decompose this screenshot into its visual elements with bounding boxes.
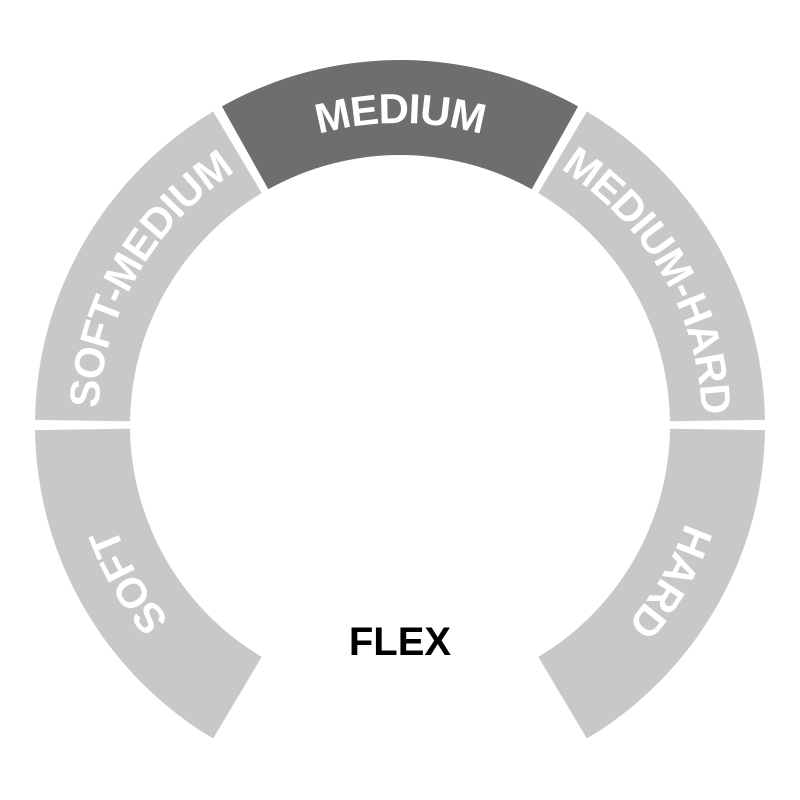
flex-title: FLEX [349,620,452,664]
segment-medium-hard [538,111,765,422]
segment-hard [538,428,765,739]
segment-soft-medium [35,111,262,422]
segment-soft [35,428,262,739]
segment-medium [221,60,579,190]
